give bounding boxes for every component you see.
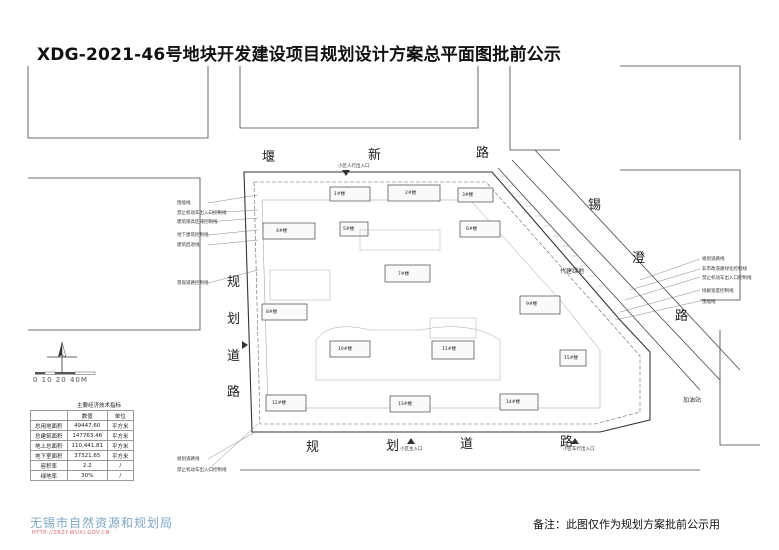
road-label-south: 规 xyxy=(306,440,320,455)
table-cell: 30% xyxy=(66,470,109,481)
table-cell: 37321.65 xyxy=(66,450,109,461)
table-cell: 地下室面积 xyxy=(30,450,68,461)
building-label: 5#楼 xyxy=(343,227,355,232)
table-cell: 49447.60 xyxy=(66,420,109,431)
entrance-label: 小区车行出入口 xyxy=(563,447,595,452)
table-cell: 总用地面积 xyxy=(30,420,68,431)
entrance-marker-icon xyxy=(571,438,579,444)
table-cell: 平方米 xyxy=(107,450,134,461)
table-cell: 平方米 xyxy=(107,420,134,431)
table-row: 总建筑面积 147763.46 平方米 xyxy=(30,430,134,441)
entrance-marker-icon xyxy=(342,170,350,176)
entrance-label: 小区主入口 xyxy=(400,447,423,452)
road-label-east: 锡 xyxy=(588,198,602,213)
road-label-south: 路 xyxy=(560,435,574,450)
table-header-row: 数值 单位 xyxy=(30,410,134,421)
road-label-south: 道 xyxy=(460,437,474,452)
table-cell: 平方米 xyxy=(107,430,134,441)
bureau-logo-text: 无锡市自然资源和规划局 xyxy=(30,516,174,530)
bureau-url: HTTP://ZRZY.WUXI.GOV.CN xyxy=(32,530,110,536)
building-label: 6#楼 xyxy=(466,227,478,232)
table-cell: 容积率 xyxy=(30,460,68,471)
table-cell: 2.2 xyxy=(66,460,109,471)
callout-label: 禁止机动车出入口控制线 xyxy=(177,211,227,216)
road-label-west: 路 xyxy=(227,385,241,400)
table-cell: 110,441.81 xyxy=(66,440,109,451)
green-belt-hatch xyxy=(500,175,606,287)
road-label-south: 划 xyxy=(386,439,400,454)
setback-line xyxy=(253,181,641,425)
page-title: XDG-2021-46号地块开发建设项目规划设计方案总平面图批前公示 xyxy=(37,45,562,65)
road-label-north: 堰 xyxy=(262,150,276,165)
table-cell: 147763.46 xyxy=(66,430,109,441)
building-label: 1#楼 xyxy=(334,192,346,197)
road-label-east: 路 xyxy=(675,309,689,324)
building-label: 10#楼 xyxy=(338,347,352,352)
table-row: 地下室面积 37321.65 平方米 xyxy=(30,450,134,461)
gas-station-label: 加油站 xyxy=(683,397,702,404)
callout-label: 禁止机动车出入口控制线 xyxy=(702,276,752,281)
callout-label: 地下建筑控制线 xyxy=(177,233,209,238)
entrance-marker-icon xyxy=(242,341,248,349)
entrance-marker-icon xyxy=(407,438,415,444)
building-label: 2#楼 xyxy=(405,191,417,196)
technical-indicators-table: 数值 单位 总用地面积 49447.60 平方米 总建筑面积 147763.46… xyxy=(30,410,134,481)
scale-bar xyxy=(35,371,96,375)
table-header: 数值 xyxy=(66,410,109,421)
road-label-east: 澄 xyxy=(632,251,646,266)
road-label-north: 路 xyxy=(476,146,490,161)
table-cell: / xyxy=(107,460,134,471)
road-label-north: 新 xyxy=(368,148,382,163)
building-label: 14#楼 xyxy=(506,400,520,405)
road-label-west: 规 xyxy=(227,275,241,290)
disclaimer-note: 备注：此图仅作为规划方案批前公示用 xyxy=(533,518,720,531)
table-cell: 平方米 xyxy=(107,440,134,451)
table-row: 地上总面积 110,441.81 平方米 xyxy=(30,440,134,451)
building-label: 12#楼 xyxy=(272,401,286,406)
building-label: 11#楼 xyxy=(442,347,456,352)
callout-label: 绿廊宽度控制线 xyxy=(702,289,734,294)
table-cell: 地上总面积 xyxy=(30,440,68,451)
table-cell: / xyxy=(107,470,134,481)
green-belt-label: 代建绿地 xyxy=(560,268,585,275)
road-label-west: 道 xyxy=(227,349,241,364)
table-title: 主要经济技术指标 xyxy=(77,403,122,409)
table-row: 容积率 2.2 / xyxy=(30,460,134,471)
callout-label: 围墙线 xyxy=(177,201,191,206)
building-label: 13#楼 xyxy=(398,402,412,407)
callout-label: 非市政道路绿化控制线 xyxy=(702,267,747,272)
building-label: 3#楼 xyxy=(462,193,474,198)
building-label: 9#楼 xyxy=(526,302,538,307)
table-header: 单位 xyxy=(107,410,134,421)
callout-label: 禁止机动车出入口控制线 xyxy=(177,468,227,473)
table-header xyxy=(30,410,68,421)
site-boundary xyxy=(243,171,651,433)
entrance-label: 小区人行出入口 xyxy=(338,164,370,169)
building-footprints xyxy=(261,184,587,413)
scale-bar-label: 0 10 20 40M xyxy=(33,376,88,384)
road-label-west: 划 xyxy=(227,312,241,327)
callout-label: 建筑后退线 xyxy=(177,243,200,248)
building-label: 15#楼 xyxy=(564,356,578,361)
table-row: 绿地率 30% / xyxy=(30,470,134,481)
callout-label: 围墙线 xyxy=(702,300,716,305)
table-cell: 绿地率 xyxy=(30,470,68,481)
building-label: 7#楼 xyxy=(398,272,410,277)
callout-label: 景观道路控制线 xyxy=(177,281,209,286)
building-label: 8#楼 xyxy=(266,310,278,315)
north-arrow-icon xyxy=(47,341,77,372)
callout-label: 规划道路线 xyxy=(702,257,725,262)
callout-label: 建筑限高区域控制线 xyxy=(177,220,218,225)
table-cell: 总建筑面积 xyxy=(30,430,68,441)
building-label: 4#楼 xyxy=(276,229,288,234)
table-row: 总用地面积 49447.60 平方米 xyxy=(30,420,134,431)
callout-label: 规划道路线 xyxy=(177,457,200,462)
